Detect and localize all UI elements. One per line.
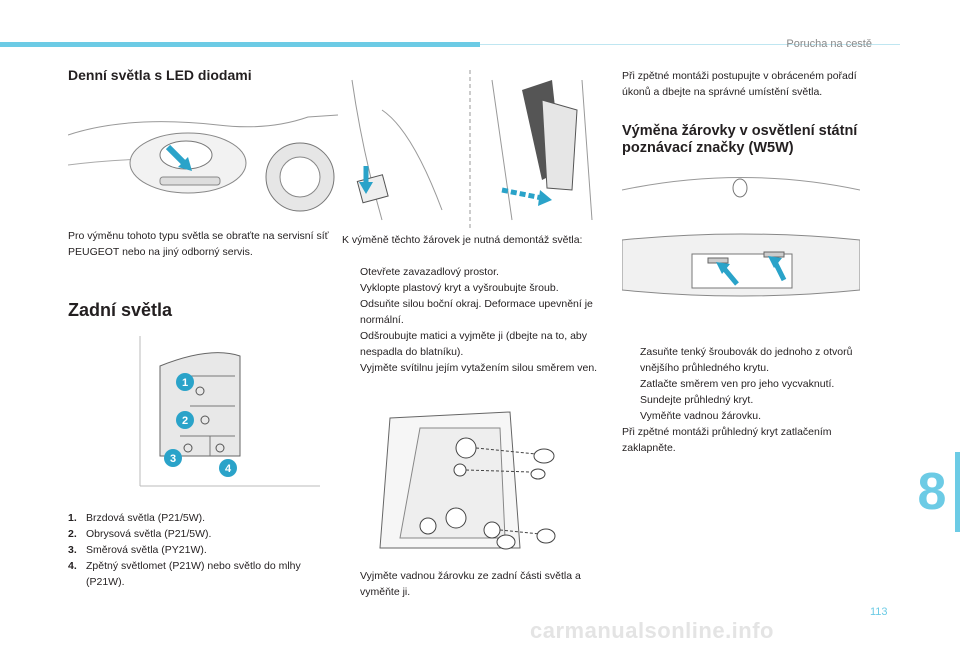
w5w-steps: Zasuňte tenký šroubovák do jednoho z otv… [622,344,867,424]
step-item: Vyjměte vadnou žárovku ze zadní části sv… [360,570,581,598]
header-rule [480,44,900,45]
step-item: Vyjměte svítilnu jejím vytažením silou s… [360,362,598,374]
removal-steps: Otevřete zavazadlový prostor. Vyklopte p… [342,264,600,376]
step-item: Otevřete zavazadlový prostor. [360,266,499,278]
bulb-list: 1.Brzdová světla (P21/5W). 2.Obrysová sv… [68,510,318,590]
lamp-removal-illustration [351,70,593,230]
w5w-closing: Při zpětné montáži průhledný kryt zatlač… [622,426,832,454]
lamp-callout-4: 4 [219,459,237,477]
step-item: Zasuňte tenký šroubovák do jednoho z otv… [640,346,853,374]
step-item: Zatlačte směrem ven pro jeho vycvaknutí. [640,378,835,390]
step-item: Odšroubujte matici a vyjměte ji (dbejte … [360,330,588,358]
lamp-callout-3: 3 [164,449,182,467]
lamp-callout-2: 2 [176,411,194,429]
w5w-title: Výměna žárovky v osvětlení státní poznáv… [622,123,858,156]
section-header: Porucha na cestě [786,38,872,50]
final-step: Vyjměte vadnou žárovku ze zadní části sv… [342,568,600,600]
svg-text:2: 2 [182,415,188,427]
plate-lamp-illustration [622,177,860,297]
step-item: Sundejte průhledný kryt. [640,394,754,406]
svg-text:1: 1 [182,377,188,389]
page-number: 113 [870,606,888,618]
lamp-bulbs-illustration [379,411,556,550]
watermark: carmanualsonline.info [530,618,774,643]
svg-text:4: 4 [225,463,232,475]
bulb-item: 1.Brzdová světla (P21/5W). [68,512,206,524]
drl-illustration [68,114,338,212]
rear-lights-title: Zadní světla [68,300,173,320]
bulb-item: 2.Obrysová světla (P21/5W). [68,528,212,540]
step-item: Odsuňte silou boční okraj. Deformace upe… [360,298,593,326]
step-item: Vyměňte vadnou žárovku. [640,410,762,422]
drl-title: Denní světla s LED diodami [68,67,252,83]
chapter-number: 8 [904,452,960,532]
lamp-callout-1: 1 [176,373,194,391]
reassembly-note: Při zpětné montáži postupujte v obrácené… [622,70,857,98]
bulb-item: 3.Směrová světla (PY21W). [68,544,207,556]
header-accent-bar [0,42,480,47]
step-item: Vyklopte plastový kryt a vyšroubujte šro… [360,282,559,294]
svg-text:3: 3 [170,453,176,465]
removal-intro: K výměně těchto žárovek je nutná demontá… [342,234,583,246]
chapter-tab [955,452,960,532]
drl-text: Pro výměnu tohoto typu světla se obraťte… [68,230,329,258]
bulb-item: 4.Zpětný světlomet (P21W) nebo světlo do… [68,560,301,588]
rear-lamp-illustration: 1 2 3 4 [139,336,320,487]
